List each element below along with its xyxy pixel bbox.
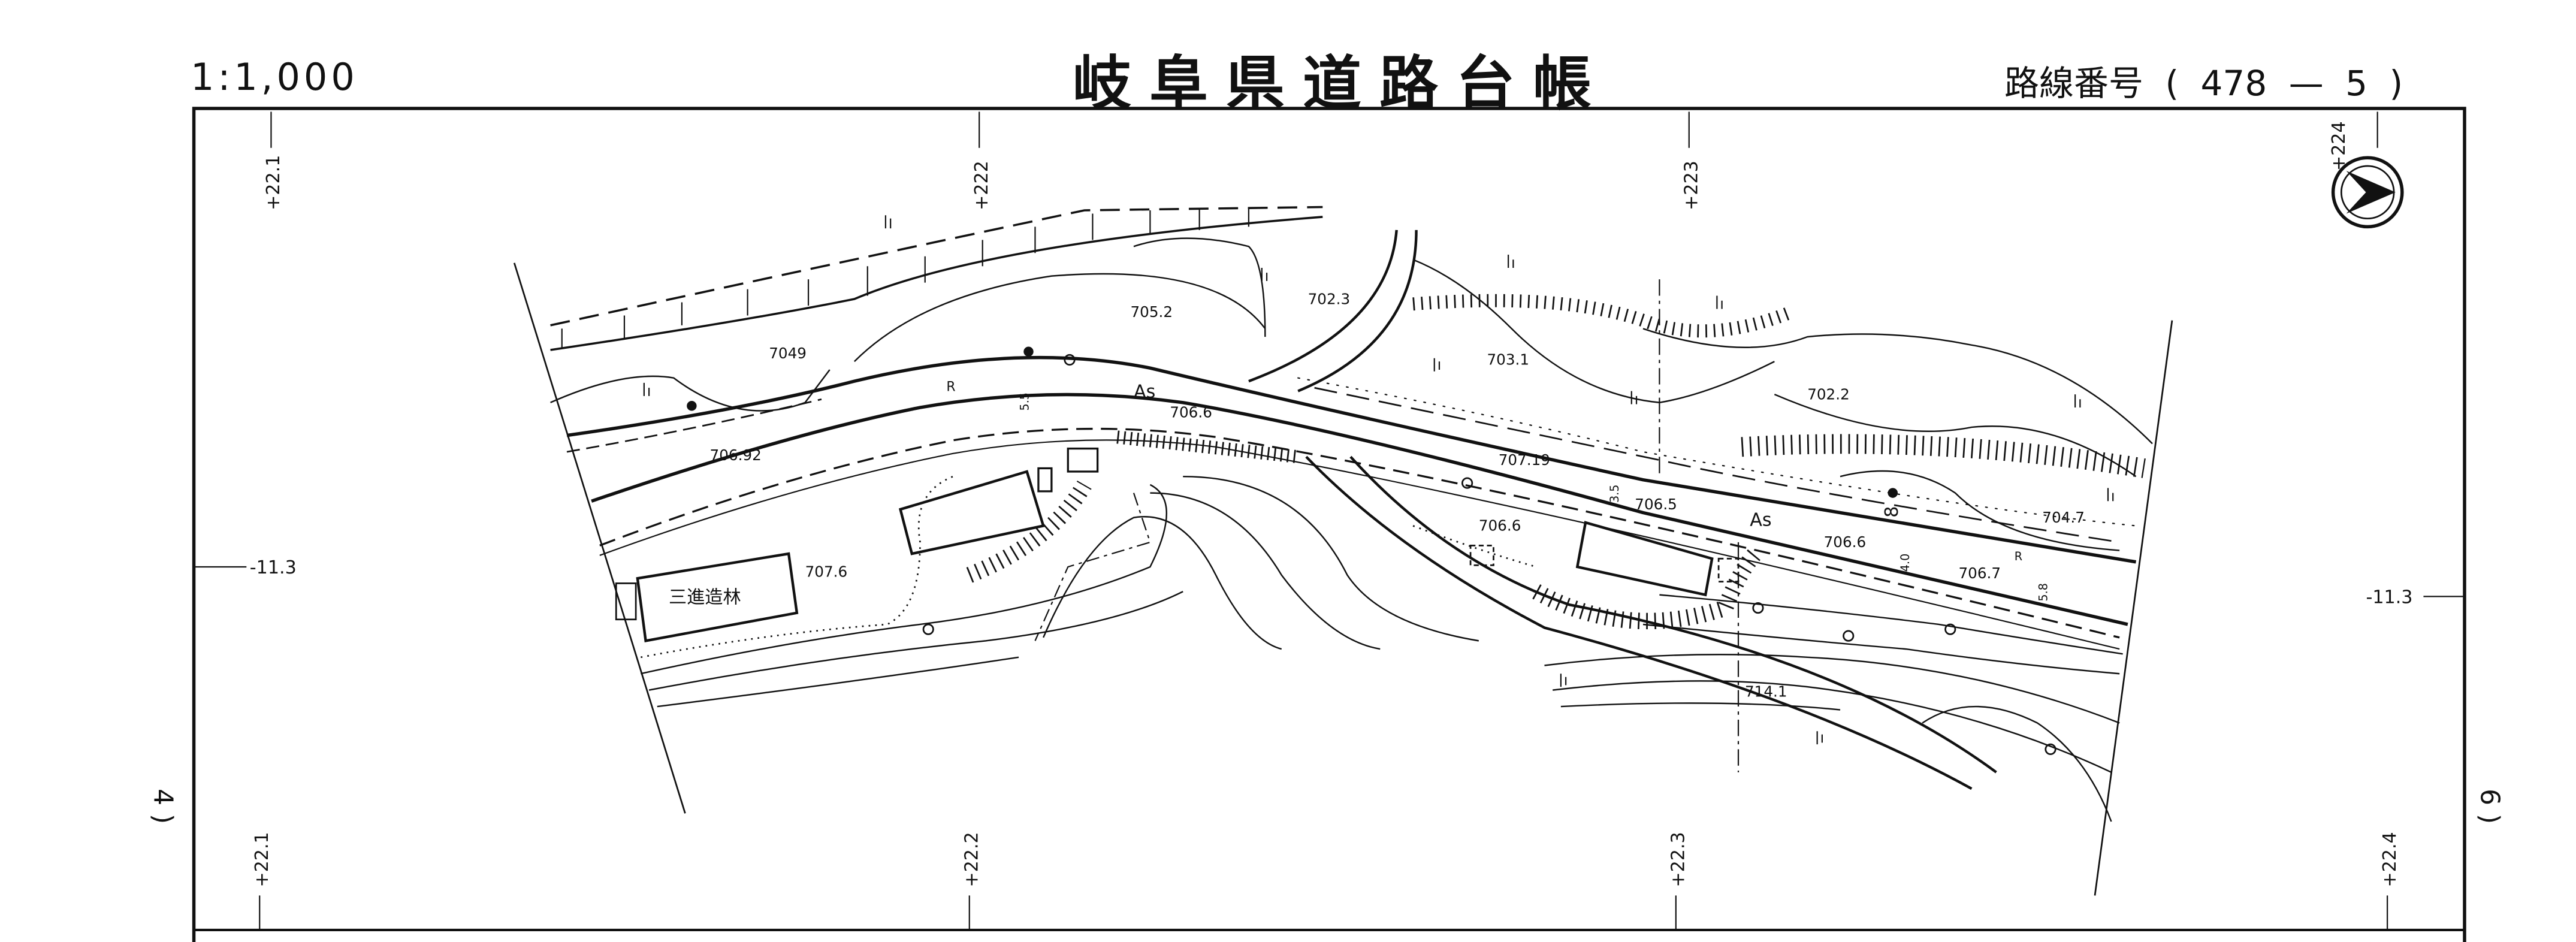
grid-label-bottom-2: +22.2 [961, 832, 982, 887]
number-label: 8 [1882, 506, 1902, 518]
road-right-of-way [1314, 387, 2120, 544]
slope-ticks [561, 207, 1250, 349]
map-scale: 1:1,000 [191, 55, 358, 99]
spot-height: 707.6 [805, 563, 848, 580]
branch-road-south-w [1305, 455, 1973, 790]
route-dash: — [2288, 63, 2324, 104]
building-small-1 [615, 582, 637, 621]
building-small-2 [1067, 447, 1099, 473]
map-extent-left [513, 262, 686, 814]
slope-hatch-south [1532, 544, 1764, 630]
route-open: ( [2165, 63, 2179, 104]
sheet-mark-right: 6 ) [2474, 789, 2505, 824]
width-label: 5.8 [2037, 583, 2050, 602]
north-arrow-icon [2331, 156, 2404, 229]
slope-hatch-road [1116, 430, 1299, 464]
spot-height: 706.6 [1479, 517, 1521, 535]
grid-label-top-1: +22.1 [263, 155, 284, 210]
road-boundary-inner [599, 439, 2120, 650]
grid-label-bottom-1: +22.1 [252, 832, 273, 887]
spot-height: 707.19 [1499, 451, 1550, 469]
building-dashed-2 [1717, 557, 1740, 583]
building-dashed [1469, 544, 1494, 566]
surface-label: As [1750, 509, 1771, 530]
route-number: 路線番号 ( 478 — 5 ) [2004, 55, 2414, 105]
building-2 [1575, 521, 1714, 597]
page-title: 岐阜県道路台帳 [1073, 50, 1610, 118]
dotted-boundary [641, 475, 953, 659]
spot-height: 702.3 [1308, 290, 1351, 307]
slope-hatch-west [966, 480, 1092, 583]
map-frame [192, 107, 2466, 942]
road-boundary-dashed [599, 427, 2120, 639]
grid-ticks [194, 111, 2465, 930]
slope-hatch-north [1412, 294, 1793, 338]
grass-icon [643, 215, 2114, 745]
building-forest-office [636, 552, 799, 642]
route-close: ) [2389, 63, 2403, 104]
forest-label: 三進造林 [669, 587, 741, 608]
grid-label-top-3: +223 [1681, 161, 1702, 210]
upper-slope [550, 216, 1323, 351]
grid-label-right: -11.3 [2366, 587, 2412, 608]
sheet-mark-left: 4 ) [148, 789, 179, 824]
map-extent-right [2094, 320, 2173, 896]
spot-height: 706.7 [1958, 564, 2001, 582]
boundary-line [1034, 493, 1151, 641]
upper-boundary [550, 206, 1323, 327]
spot-height: 704.7 [2042, 509, 2085, 526]
branch-road-north-e [1297, 230, 1418, 393]
width-label: 5.5 [1017, 393, 1031, 411]
route-label: 路線番号 [2004, 63, 2144, 104]
contour-lines [550, 237, 2153, 822]
building-1 [898, 470, 1045, 555]
route-section: 5 [2345, 63, 2368, 104]
grid-label-left: -11.3 [250, 557, 297, 578]
spot-height: 706.5 [1635, 496, 1677, 513]
grid-label-top-2: +222 [971, 161, 992, 210]
main-road-south-edge [591, 393, 2128, 626]
spot-height: 714.1 [1745, 683, 1787, 701]
width-label: 3.5 [1608, 485, 1621, 503]
slope-hatch-east [1741, 434, 2146, 478]
width-label: 4.0 [1898, 554, 1912, 572]
grid-label-bottom-3: +22.3 [1668, 832, 1689, 887]
spot-height: 706.6 [1824, 533, 1867, 551]
route-number-value: 478 [2200, 63, 2267, 104]
main-road-north-edge [566, 355, 2137, 564]
spot-height: 706.92 [710, 446, 762, 464]
surface-label: As [1134, 382, 1155, 403]
building-small-3 [1037, 467, 1053, 493]
grid-label-bottom-4: +22.4 [2379, 832, 2400, 887]
r-label: R [946, 380, 955, 395]
branch-road-north-w [1248, 230, 1398, 383]
spot-height: 706.6 [1170, 403, 1212, 421]
map-symbols [687, 346, 2056, 755]
road-ticks [1297, 377, 2137, 527]
r-label: R [2015, 550, 2022, 563]
spot-height: 703.1 [1487, 351, 1530, 369]
spot-height: 7049 [769, 345, 807, 362]
grid-label-top-4: +224 [2329, 121, 2349, 171]
spot-height: 705.2 [1130, 303, 1173, 321]
spot-height: 702.2 [1807, 385, 1850, 403]
